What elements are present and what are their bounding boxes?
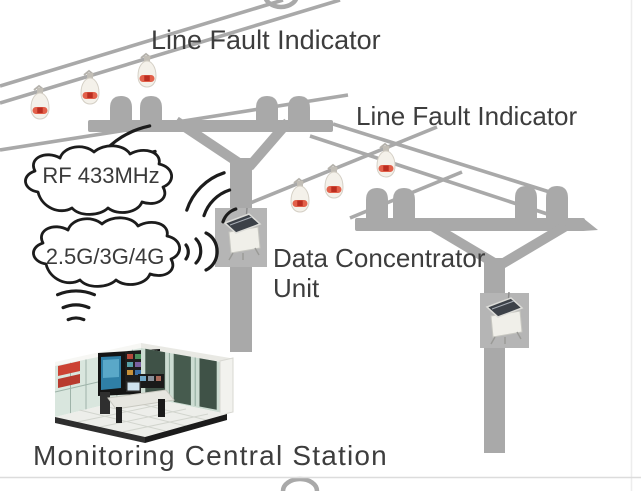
- cropped-shape-bottom: [280, 476, 320, 491]
- label-cellular: 2.5G/3G/4G: [45, 244, 165, 269]
- control-desk: [107, 389, 175, 410]
- label-monitoring-central-station: Monitoring Central Station: [33, 440, 388, 471]
- crossarm: [355, 218, 585, 231]
- wall-panel-red: [58, 361, 80, 376]
- label-data-concentrator-line2: Unit: [273, 273, 320, 303]
- brace: [245, 118, 292, 171]
- brace: [499, 221, 569, 269]
- signal-arcs-cellular-to-dcu: [184, 231, 219, 272]
- insulator: [366, 188, 388, 219]
- insulator: [110, 96, 132, 127]
- label-line-fault-indicator-right: Line Fault Indicator: [356, 101, 578, 131]
- power-line: [332, 122, 557, 196]
- brace: [429, 221, 499, 269]
- insulator: [288, 96, 310, 127]
- data-concentrator-unit-2: [480, 291, 529, 348]
- power-line: [0, 0, 341, 105]
- signal-arcs-dcu-to-rf-cloud: [185, 171, 238, 224]
- signal-arcs-cellular-to-station: [56, 289, 96, 322]
- crossarm-end: [583, 218, 598, 231]
- pole: [484, 258, 505, 453]
- utility-pole-2: [355, 186, 598, 453]
- insulator: [546, 186, 568, 219]
- label-data-concentrator-unit: Data Concentrator Unit: [273, 243, 485, 303]
- monitoring-station-image: [54, 343, 234, 443]
- label-data-concentrator-line1: Data Concentrator: [273, 243, 486, 273]
- insulator: [140, 96, 162, 127]
- data-concentrator-unit-1: [215, 207, 267, 267]
- insulator: [256, 96, 278, 127]
- label-rf-433mhz: RF 433MHz: [42, 163, 160, 188]
- insulator: [515, 186, 537, 219]
- power-line: [0, 0, 284, 88]
- cropped-shape-top: [263, 0, 299, 10]
- wall-panel-red: [58, 374, 80, 388]
- power-line: [309, 134, 591, 230]
- insulator: [393, 188, 415, 219]
- label-line-fault-indicator-top: Line Fault Indicator: [151, 25, 381, 55]
